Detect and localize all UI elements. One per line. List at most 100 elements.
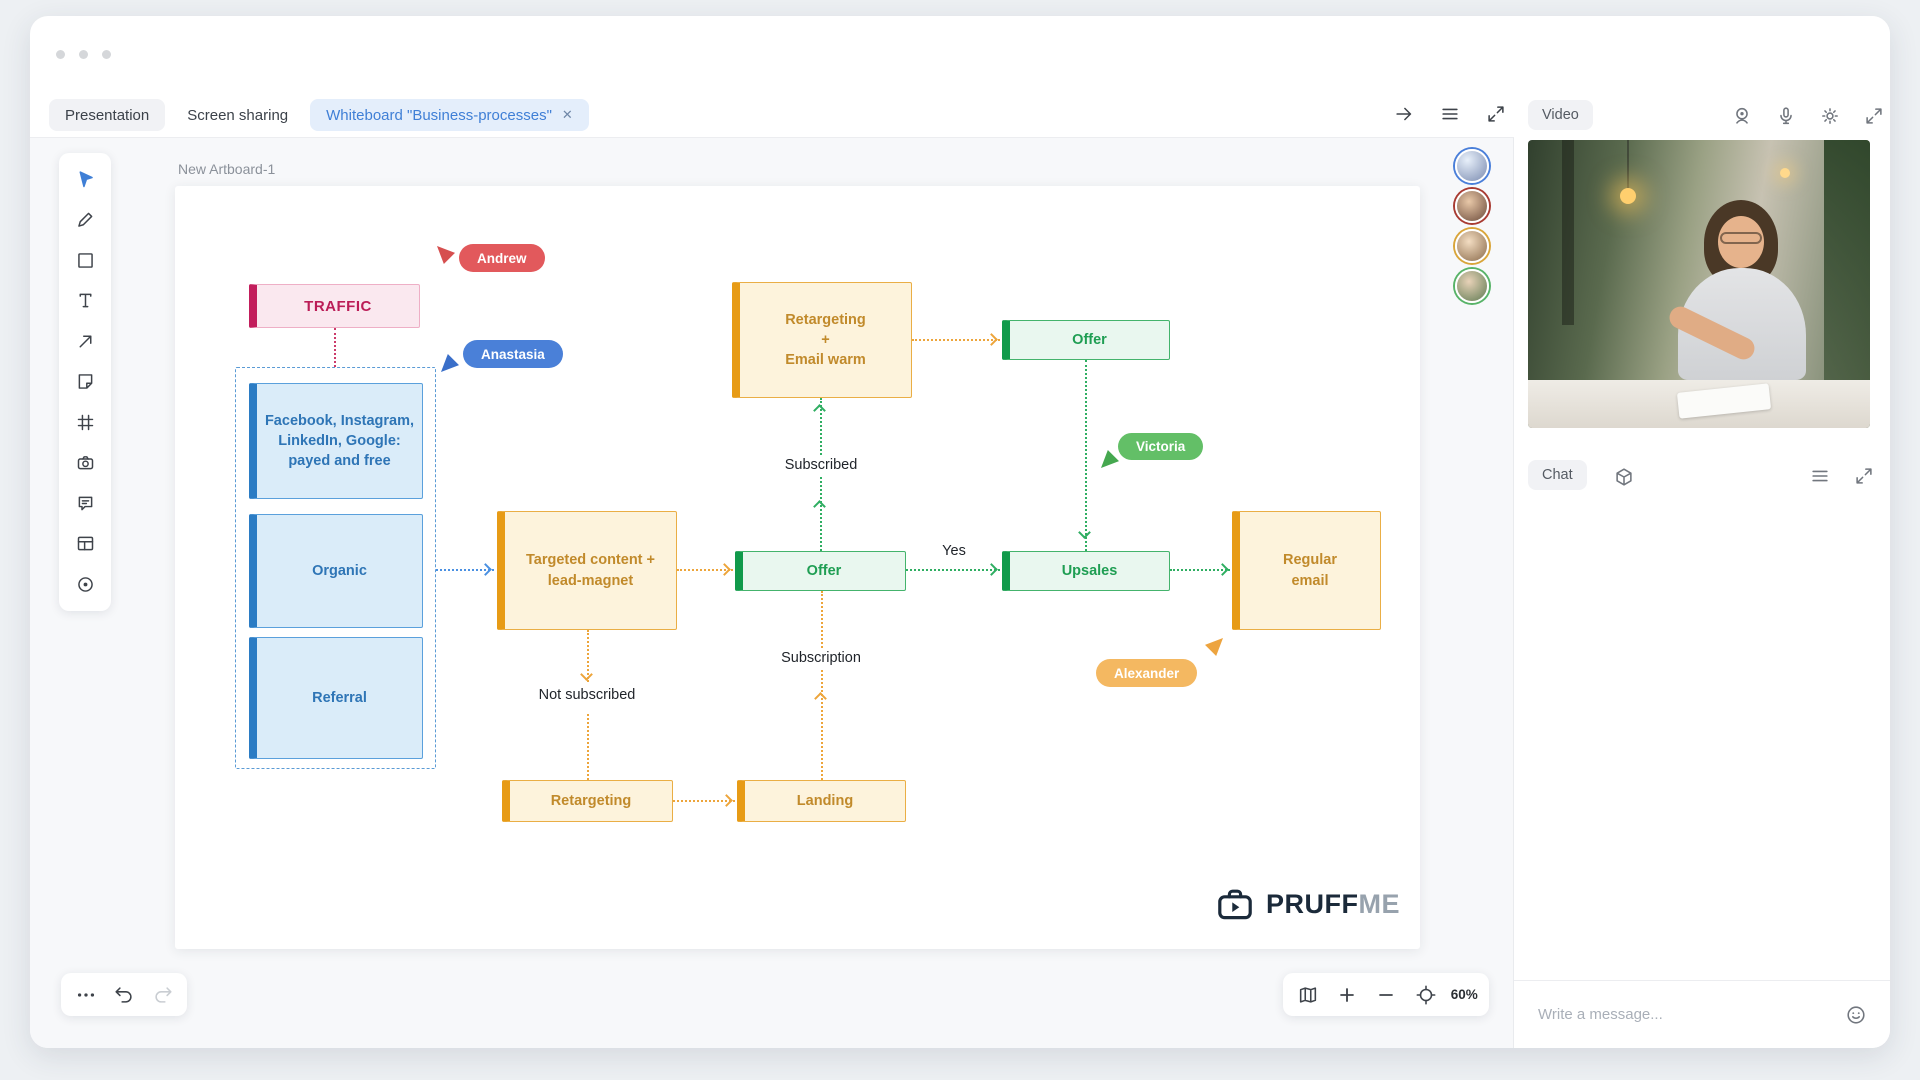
participant-avatar[interactable] — [1455, 269, 1489, 303]
comment-tool[interactable] — [59, 483, 111, 524]
node-traffic[interactable]: TRAFFIC — [249, 284, 420, 328]
frame-tool[interactable] — [59, 402, 111, 443]
arrow-right-icon — [1396, 107, 1412, 121]
zoom-in-button[interactable] — [1333, 981, 1361, 1009]
participant-avatar[interactable] — [1455, 189, 1489, 223]
chat-3d-button[interactable] — [1610, 463, 1638, 491]
board-fullscreen-button[interactable] — [1482, 100, 1510, 128]
cursor-icon — [79, 171, 93, 187]
hanging-lamp — [1620, 188, 1636, 204]
artboard-label: New Artboard-1 — [178, 161, 276, 177]
window-control-dot[interactable] — [79, 50, 88, 59]
redo-button[interactable] — [149, 981, 177, 1009]
edge-label-not-subscribed[interactable]: Not subscribed — [532, 685, 642, 705]
text-tool[interactable] — [59, 281, 111, 322]
zoom-out-button[interactable] — [1372, 981, 1400, 1009]
window-controls — [56, 50, 111, 59]
participant-avatar[interactable] — [1455, 149, 1489, 183]
emoji-button[interactable] — [1842, 1001, 1870, 1029]
briefcase-play-icon — [1218, 889, 1252, 920]
tab-screen-sharing[interactable]: Screen sharing — [179, 99, 296, 131]
sticky-note-tool[interactable] — [59, 362, 111, 403]
undo-button[interactable] — [110, 981, 138, 1009]
traffic-sources-group[interactable] — [235, 367, 436, 769]
board-header-actions — [1390, 100, 1510, 128]
app-window: Presentation Screen sharing Whiteboard "… — [30, 16, 1890, 1048]
connector-landing-offer — [821, 591, 823, 780]
node-social[interactable]: Facebook, Instagram, LinkedIn, Google: p… — [249, 383, 423, 499]
node-referral[interactable]: Referral — [249, 637, 423, 759]
node-landing[interactable]: Landing — [737, 780, 906, 822]
node-offer-top[interactable]: Offer — [1002, 320, 1170, 360]
webcam-icon — [1736, 107, 1748, 124]
window-control-dot[interactable] — [56, 50, 65, 59]
video-settings-button[interactable] — [1816, 102, 1844, 130]
person-glasses — [1720, 232, 1762, 244]
redo-icon — [154, 986, 172, 1003]
diagonal-arrow-icon — [79, 335, 91, 348]
node-offer-main[interactable]: Offer — [735, 551, 906, 591]
camera-tool[interactable] — [59, 443, 111, 484]
tab-screen-sharing-label: Screen sharing — [187, 106, 289, 124]
canvas[interactable]: TRAFFIC Facebook, Instagram, LinkedIn, G… — [175, 186, 1420, 949]
video-section-toggle[interactable]: Video — [1528, 100, 1593, 130]
crosshair-icon — [1416, 985, 1436, 1004]
minimap-button[interactable] — [1294, 981, 1322, 1009]
gear-icon — [1822, 108, 1838, 124]
more-options-button[interactable] — [72, 981, 100, 1009]
arrow-tool[interactable] — [59, 321, 111, 362]
edge-label-subscribed[interactable]: Subscribed — [778, 455, 864, 475]
node-retargeting-email[interactable]: Retargeting + Email warm — [732, 282, 912, 398]
arrowhead-icon — [479, 563, 492, 576]
pencil-tool[interactable] — [59, 200, 111, 241]
table-tool[interactable] — [59, 524, 111, 565]
chat-section-toggle[interactable]: Chat — [1528, 460, 1587, 490]
participant-avatar[interactable] — [1455, 229, 1489, 263]
node-retargeting[interactable]: Retargeting — [502, 780, 673, 822]
center-view-button[interactable] — [1412, 981, 1440, 1009]
cursor-pointer-andrew-icon — [437, 246, 455, 264]
hamburger-icon — [1812, 470, 1828, 482]
node-upsales[interactable]: Upsales — [1002, 551, 1170, 591]
cursor-pointer-victoria-icon — [1101, 450, 1119, 468]
window-control-dot[interactable] — [102, 50, 111, 59]
edge-label-yes[interactable]: Yes — [936, 541, 972, 561]
chat-message-input[interactable] — [1538, 1006, 1842, 1023]
node-targeted-content[interactable]: Targeted content + lead-magnet — [497, 511, 677, 630]
board-menu-button[interactable] — [1436, 100, 1464, 128]
record-tool[interactable] — [59, 564, 111, 605]
chat-fullscreen-button[interactable] — [1850, 462, 1878, 490]
map-icon — [1300, 986, 1317, 1003]
arrowhead-icon — [720, 794, 733, 807]
arrowhead-icon — [1078, 526, 1091, 539]
record-icon — [77, 576, 93, 592]
plus-icon — [1340, 987, 1355, 1002]
webcam-button[interactable] — [1728, 102, 1756, 130]
video-fullscreen-button[interactable] — [1860, 102, 1888, 130]
close-icon[interactable]: ✕ — [561, 107, 573, 122]
tool-palette — [59, 153, 111, 611]
select-tool[interactable] — [59, 159, 111, 200]
shape-tool[interactable] — [59, 240, 111, 281]
tab-presentation-label: Presentation — [65, 106, 150, 124]
tab-presentation[interactable]: Presentation — [49, 99, 166, 131]
node-regular-email[interactable]: Regular email — [1232, 511, 1381, 630]
connector-retargeting-email-offer-top — [912, 339, 1000, 341]
connector-offer-top-upsales — [1085, 360, 1087, 551]
arrowhead-icon — [814, 692, 827, 705]
zoom-level[interactable]: 60% — [1450, 987, 1478, 1002]
hide-panel-button[interactable] — [1390, 100, 1418, 128]
arrowhead-icon — [985, 333, 998, 346]
undo-icon — [115, 986, 132, 1003]
microphone-button[interactable] — [1772, 102, 1800, 130]
edge-label-subscription[interactable]: Subscription — [775, 648, 867, 668]
chat-menu-button[interactable] — [1806, 462, 1834, 490]
tab-whiteboard[interactable]: Whiteboard "Business-processes" ✕ — [310, 99, 589, 131]
connector-targeted-not-subscribed — [587, 630, 589, 682]
logo-bold: PRUFF — [1266, 888, 1359, 919]
node-organic[interactable]: Organic — [249, 514, 423, 628]
connector-traffic-sources — [334, 328, 336, 367]
chat-header-actions — [1806, 462, 1878, 490]
connector-upsales-regular-email — [1170, 569, 1230, 571]
window-frame — [1562, 140, 1574, 325]
